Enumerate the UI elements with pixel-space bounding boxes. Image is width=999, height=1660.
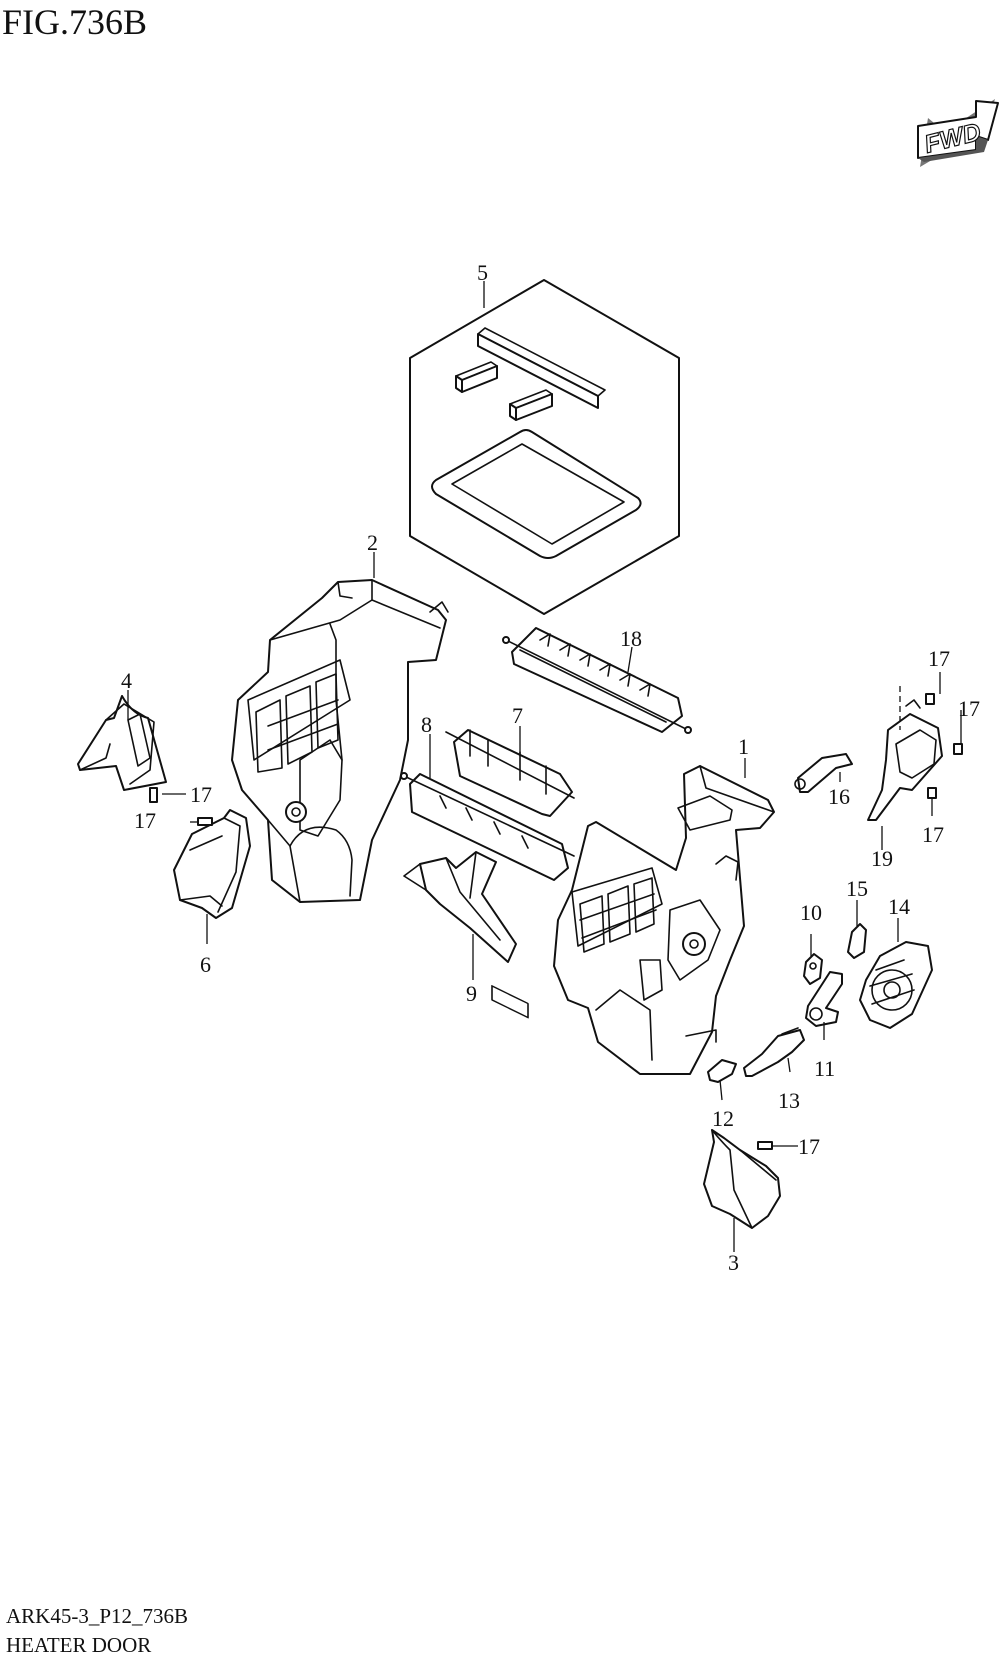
part-7-door — [445, 729, 575, 1019]
callout-17d: 17 — [958, 696, 980, 721]
figure-code: ARK45-3_P12_736B — [6, 1604, 188, 1628]
callout-2: 2 — [367, 530, 378, 555]
screw-icon — [757, 1141, 773, 1150]
figure-title: FIG.736B — [2, 2, 147, 42]
part-14-gear-cover — [859, 941, 933, 1029]
leader-lines — [127, 281, 962, 1252]
callout-17a: 17 — [190, 782, 212, 807]
screw-icon — [925, 693, 935, 705]
callout-17f: 17 — [798, 1134, 820, 1159]
callout-17b: 17 — [134, 808, 156, 833]
callout-16: 16 — [828, 784, 850, 809]
figure-name: HEATER DOOR — [6, 1633, 151, 1657]
part-3-duct — [703, 1129, 781, 1229]
fwd-arrow-icon: FWD — [917, 99, 999, 167]
callout-14: 14 — [888, 894, 910, 919]
callout-11: 11 — [814, 1056, 835, 1081]
part-12-link — [707, 1059, 737, 1083]
part-1-heater-case-right — [553, 765, 775, 1075]
callout-12: 12 — [712, 1106, 734, 1131]
callout-4: 4 — [121, 668, 132, 693]
part-9-duct — [403, 851, 517, 963]
screw-icon — [197, 817, 213, 826]
callout-1: 1 — [738, 734, 749, 759]
callout-13: 13 — [778, 1088, 800, 1113]
callout-9: 9 — [466, 981, 477, 1006]
callout-19: 19 — [871, 846, 893, 871]
part-6-cover — [173, 809, 251, 919]
part-19-actuator — [867, 699, 943, 821]
callout-18: 18 — [620, 626, 642, 651]
part-2-heater-case-left — [231, 579, 449, 903]
callout-17c: 17 — [928, 646, 950, 671]
callout-3: 3 — [728, 1250, 739, 1275]
part-4-duct — [77, 695, 167, 791]
callout-10: 10 — [800, 900, 822, 925]
callout-5: 5 — [477, 260, 488, 285]
callout-7: 7 — [512, 703, 523, 728]
callout-8: 8 — [421, 712, 432, 737]
callout-17e: 17 — [922, 822, 944, 847]
part-15-link — [847, 923, 867, 959]
part-8-door — [400, 772, 575, 881]
screw-icon — [149, 787, 158, 803]
part-11-arm — [805, 971, 843, 1027]
part-13-lever — [743, 1027, 805, 1077]
part-18-door — [502, 627, 692, 734]
callout-6: 6 — [200, 952, 211, 977]
part-5-filter-kit — [409, 279, 680, 615]
part-16-lever — [794, 753, 853, 793]
screw-icon — [953, 743, 963, 755]
callout-15: 15 — [846, 876, 868, 901]
screw-icon — [927, 787, 937, 799]
part-10-link — [803, 953, 823, 985]
